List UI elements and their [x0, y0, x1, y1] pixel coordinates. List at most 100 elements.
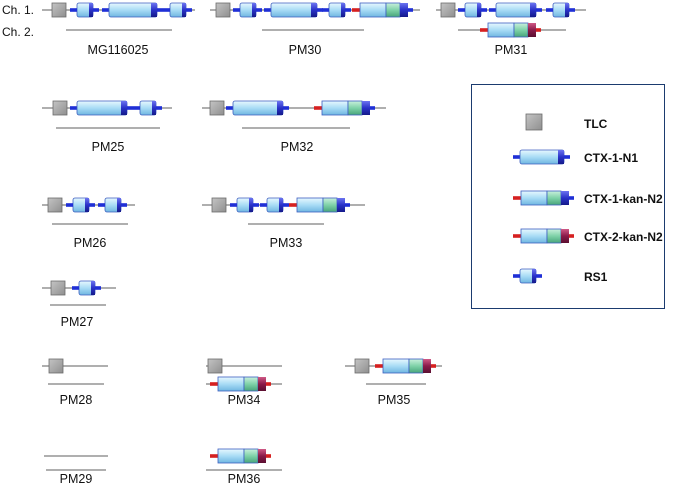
tlc-square — [215, 2, 231, 18]
rs1-element — [464, 2, 482, 18]
rs1-left-arm — [70, 8, 77, 12]
rs1-right-arm — [481, 8, 487, 12]
rs1-right-arm — [569, 8, 575, 12]
tlc-square — [207, 358, 223, 374]
ctx-1-n1-body — [270, 2, 318, 18]
ctx-1-n1-left-arm — [264, 8, 271, 12]
rs1-left-arm — [546, 8, 553, 12]
strain-label-pm36: PM36 — [227, 472, 261, 486]
tlc-square — [51, 2, 67, 18]
tlc-square — [211, 197, 227, 213]
ctx-1-n1-cap — [311, 3, 317, 17]
tlc-square — [52, 100, 68, 116]
rs1-left-arm — [163, 8, 170, 12]
ctx-kan-right-arm — [266, 382, 271, 386]
ctx-1-n1-left-arm — [70, 106, 77, 110]
ctx-kan-body — [487, 22, 515, 38]
rs1-right-arm — [121, 203, 127, 207]
legend-label-rs1: RS1 — [584, 270, 608, 284]
ctx-kan-right-arm — [431, 364, 436, 368]
rs1-cap — [152, 101, 156, 115]
ctx-kan-cap — [362, 101, 370, 115]
ctx-1-n1-left-arm — [226, 106, 233, 110]
rs1-cap — [91, 281, 95, 295]
ctx-kan-left-arm — [513, 196, 521, 200]
rs1-element — [76, 2, 94, 18]
ctx-kan-cap — [528, 23, 536, 37]
strain-label-pm31: PM31 — [494, 43, 528, 57]
strain-label-pm28: PM28 — [59, 393, 93, 407]
ctx-kan-left-arm — [480, 28, 488, 32]
tlc-square — [50, 280, 66, 296]
rs1-cap — [477, 3, 481, 17]
strain-label-pm29: PM29 — [59, 472, 93, 486]
ctx-1-n1-body — [76, 100, 128, 116]
rs1-right-arm — [186, 8, 192, 12]
ctx-1-n1-body — [232, 100, 284, 116]
ctx-1-n1-right-arm — [157, 8, 163, 12]
strain-label-pm35: PM35 — [377, 393, 411, 407]
rs1-left-arm — [66, 203, 73, 207]
rs1-left-arm — [72, 286, 79, 290]
ctx-kan-green-band — [347, 100, 363, 116]
ctx-kan-green-band — [513, 22, 529, 38]
ctx-kan-body — [296, 197, 324, 213]
ctx-kan-green-band — [243, 376, 259, 392]
legend-label-ctx-2-kan-n2: CTX-2-kan-N2 — [584, 230, 663, 244]
ctx-kan-right-arm — [408, 8, 413, 12]
tlc-square — [47, 197, 63, 213]
rs1-right-arm — [93, 8, 99, 12]
ctx-1-n1-cap — [558, 150, 564, 164]
ctx-1-n1-cap — [530, 3, 536, 17]
rs1-cap — [117, 198, 121, 212]
ctx-kan-cap — [337, 198, 345, 212]
strain-label-pm34: PM34 — [227, 393, 261, 407]
rs1-right-arm — [536, 274, 542, 278]
rs1-element — [236, 197, 254, 213]
ctx-1-n1-right-arm — [317, 8, 323, 12]
ctx-kan-body — [217, 448, 245, 464]
rs1-right-arm — [95, 286, 101, 290]
strain-label-mg116025: MG116025 — [87, 43, 149, 57]
rs1-cap — [182, 3, 186, 17]
rs1-right-arm — [256, 8, 262, 12]
ctx-1-n1-left-arm — [489, 8, 496, 12]
rs1-cap — [532, 269, 536, 283]
rs1-right-arm — [253, 203, 259, 207]
ctx-1-n1-right-arm — [283, 106, 289, 110]
ctx-kan-right-arm — [569, 196, 574, 200]
ctx-kan-left-arm — [289, 203, 297, 207]
ctx-kan-left-arm — [352, 8, 360, 12]
strain-label-pm26: PM26 — [73, 236, 107, 250]
rs1-element — [72, 197, 90, 213]
ctx-1-n1-right-arm — [127, 106, 133, 110]
rs1-element — [266, 197, 284, 213]
ctx-kan-cap — [400, 3, 408, 17]
ctx-kan-left-arm — [314, 106, 322, 110]
ctx-kan-cap — [258, 449, 266, 463]
ctx-1-n1-body — [108, 2, 158, 18]
rs1-right-arm — [345, 8, 351, 12]
ctx-1-n1-cap — [121, 101, 127, 115]
ctx-kan-body — [382, 358, 410, 374]
ctx-kan-right-arm — [569, 234, 574, 238]
rs1-right-arm — [89, 203, 95, 207]
ctx-1-n1-left-arm — [102, 8, 109, 12]
ctx-kan-right-arm — [370, 106, 375, 110]
rs1-right-arm — [156, 106, 162, 110]
ctx-kan-left-arm — [210, 382, 218, 386]
ctx-1-n1-cap — [277, 101, 283, 115]
strain-label-pm32: PM32 — [280, 140, 314, 154]
legend-box — [471, 84, 665, 309]
ctx-1-n1-right-arm — [536, 8, 542, 12]
ctx-kan-left-arm — [513, 234, 521, 238]
ctx-1-n1-right-arm — [564, 155, 570, 159]
legend-label-ctx-1-n1: CTX-1-N1 — [584, 151, 639, 165]
tlc-square — [48, 358, 64, 374]
tlc-square — [354, 358, 370, 374]
rs1-cap — [565, 3, 569, 17]
ctx-kan-body — [217, 376, 245, 392]
ctx-kan-green-band — [322, 197, 338, 213]
